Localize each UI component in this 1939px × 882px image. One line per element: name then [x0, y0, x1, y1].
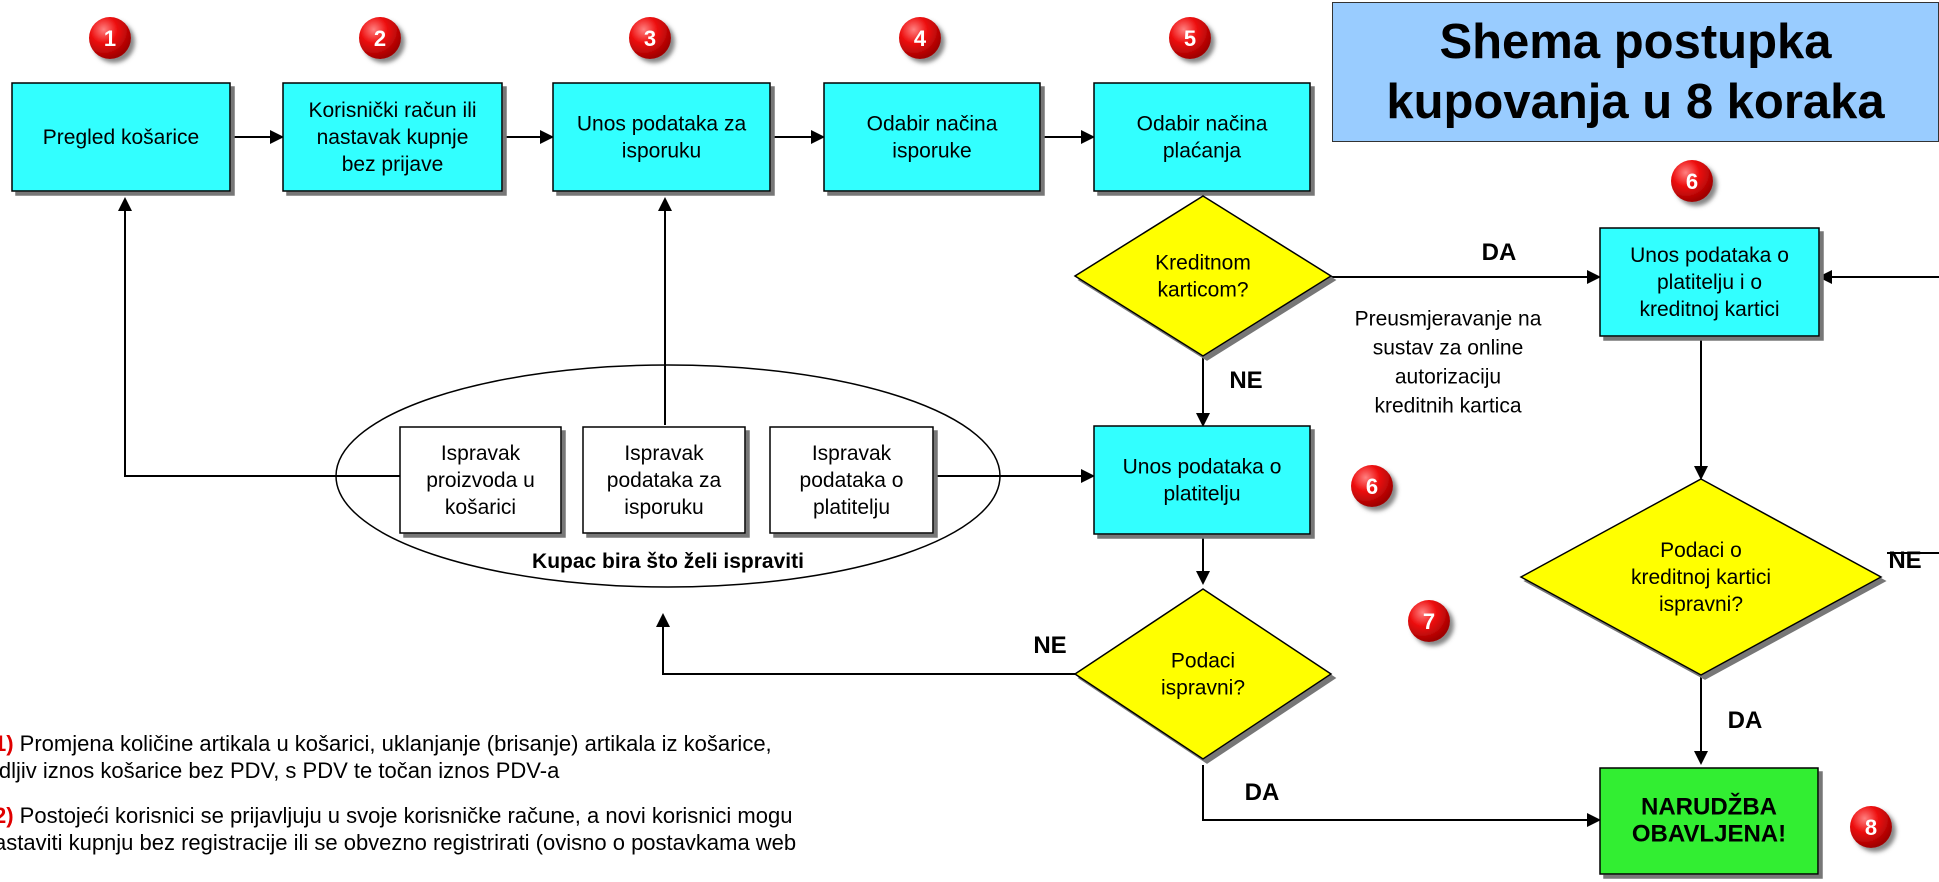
step-1-badge: 1 [89, 17, 131, 59]
note-2-text: Postojeći korisnici se prijavljuju u svo… [13, 803, 793, 828]
label-yes-card: DA [1482, 239, 1517, 266]
step-1-box-label: Pregled košarice [43, 126, 199, 149]
step-5-badge: 5 [1169, 17, 1211, 59]
step-6-badge-card-number: 6 [1686, 169, 1698, 194]
step-2-badge-number: 2 [374, 26, 386, 51]
note-1-number: 1) [0, 731, 14, 756]
step-8-badge-number: 8 [1865, 815, 1877, 840]
step-1-box: Pregled košarice [11, 82, 231, 192]
connectors [118, 130, 1939, 827]
note-2: 2) Postojeći korisnici se prijavljuju u … [0, 802, 1000, 856]
edge-data-yes [1202, 765, 1601, 827]
step-2-badge: 2 [359, 17, 401, 59]
corrections-group [335, 364, 1001, 588]
note-1-text: Promjena količine artikala u košarici, u… [13, 731, 772, 756]
diagram-title: Shema postupka kupovanja u 8 koraka [1332, 2, 1939, 142]
note-1-text-cont: idljiv iznos košarice bez PDV, s PDV te … [0, 758, 560, 783]
step-8-badge: 8 [1850, 806, 1892, 848]
step-4-badge: 4 [899, 17, 941, 59]
label-no-card-data: NE [1888, 547, 1921, 574]
edge-data-no [656, 613, 1076, 675]
note-2-text-cont: astaviti kupnju bez registracije ili se … [0, 830, 797, 855]
step-6-badge-payer-number: 6 [1366, 474, 1378, 499]
step-4-badge-number: 4 [914, 26, 927, 51]
corrections-caption: Kupac bira što želi ispraviti [532, 550, 804, 573]
notes-section: 1) Promjena količine artikala u košarici… [0, 730, 1000, 874]
step-6-badge-card: 6 [1671, 160, 1713, 202]
step-7-badge: 7 [1408, 600, 1450, 642]
label-no-data: NE [1033, 632, 1066, 659]
step-6-badge-payer: 6 [1351, 465, 1393, 507]
note-2-number: 2) [0, 803, 14, 828]
step-3-badge: 3 [629, 17, 671, 59]
label-yes-data: DA [1245, 779, 1280, 806]
label-no-card: NE [1229, 367, 1262, 394]
label-yes-card-data: DA [1728, 707, 1763, 734]
step-5-badge-number: 5 [1184, 26, 1196, 51]
step-1-badge-number: 1 [104, 26, 116, 51]
step-3-badge-number: 3 [644, 26, 656, 51]
edge-fix-basket [118, 197, 400, 477]
note-1: 1) Promjena količine artikala u košarici… [0, 730, 1000, 784]
step-7-badge-number: 7 [1423, 609, 1435, 634]
